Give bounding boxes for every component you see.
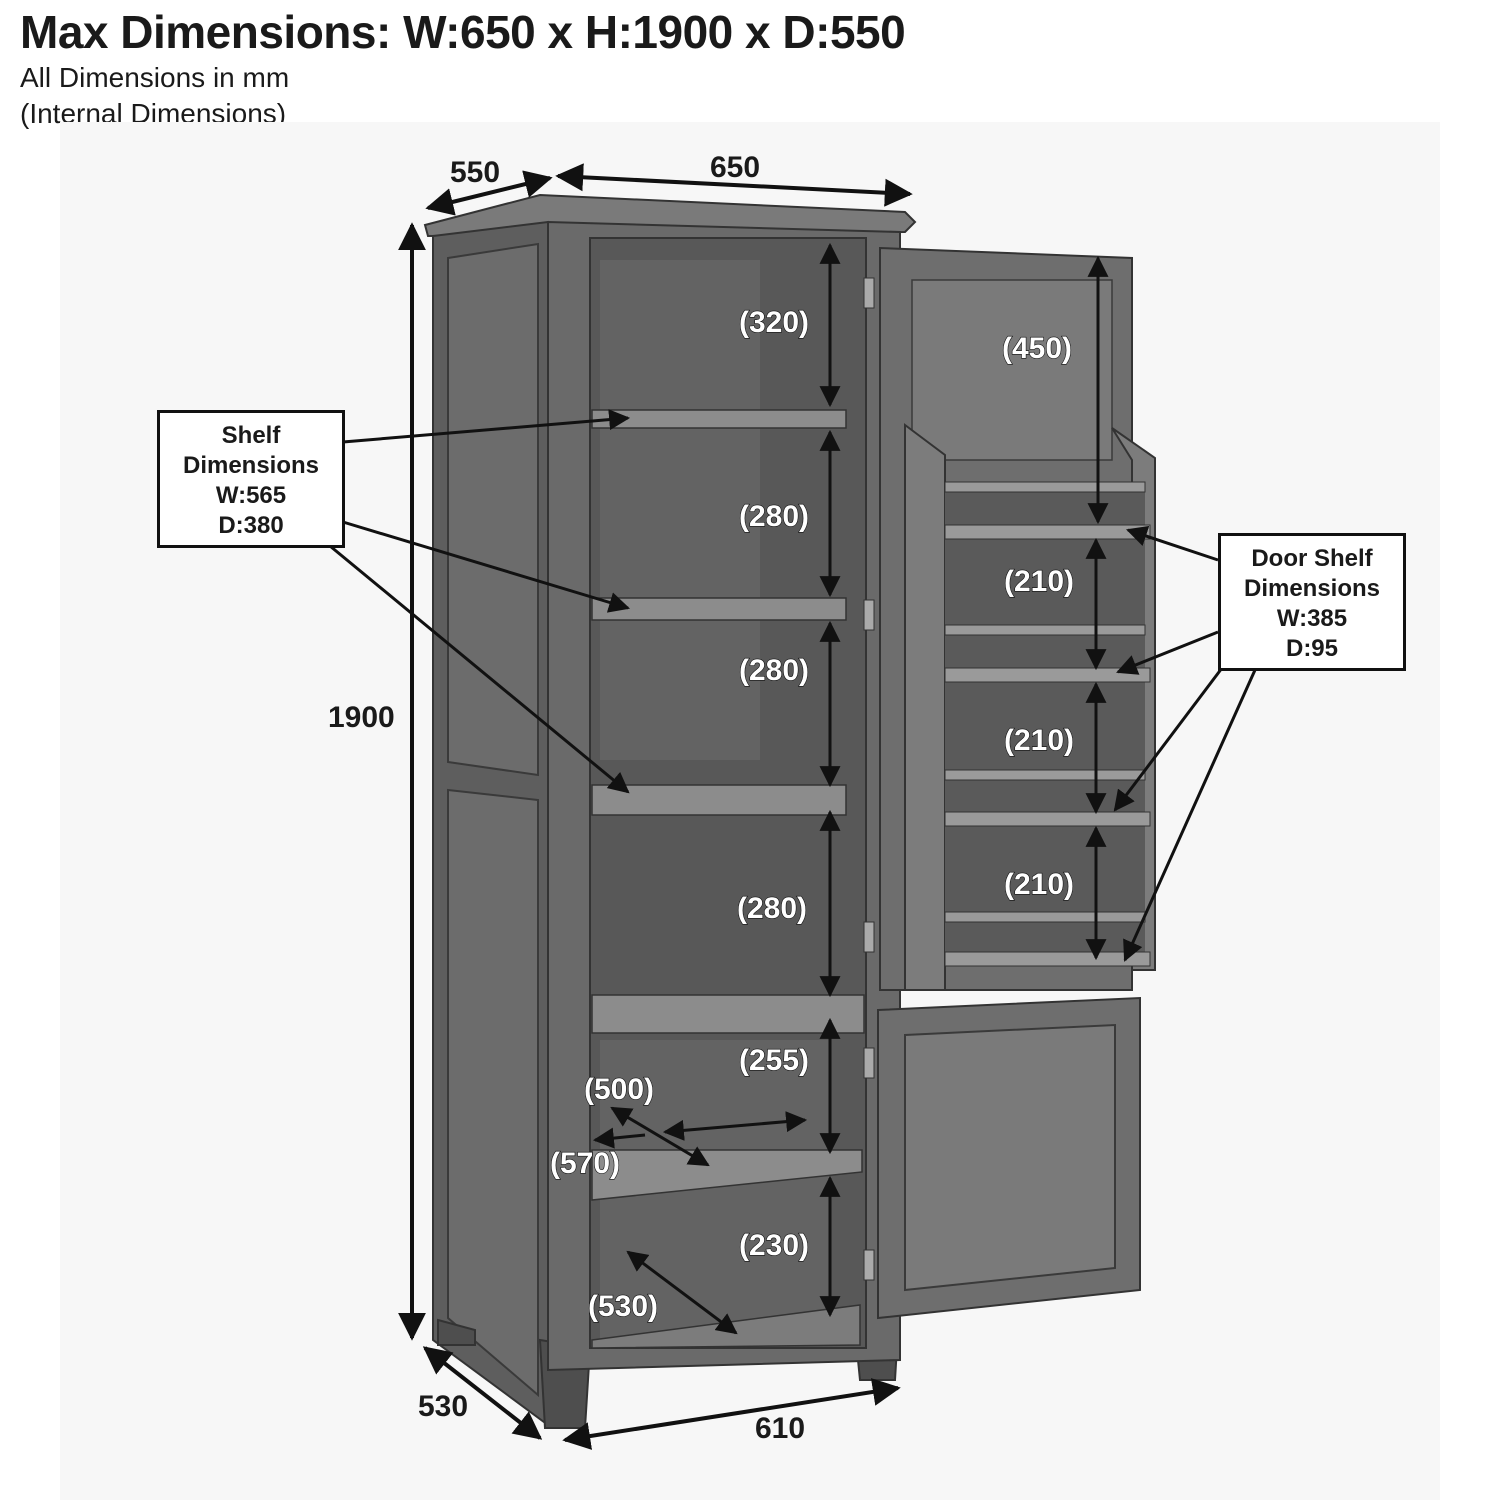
upper-door-panel [911, 279, 1113, 461]
h1-label: (320) [739, 306, 809, 339]
door-shelf-2 [944, 667, 1151, 683]
height-label: 1900 [328, 701, 395, 734]
width-bottom-line [562, 1378, 901, 1450]
hinge-5 [863, 1249, 875, 1281]
door-shelf-dimensions-box: Door Shelf Dimensions W:385 D:95 [1218, 533, 1406, 671]
door-shelf-4 [944, 951, 1151, 967]
width-top-line [555, 163, 913, 207]
shelf-box-line4: D:380 [218, 512, 284, 539]
depth-bottom-line [422, 1346, 543, 1440]
door-shelf-callout-4 [1123, 669, 1257, 962]
shelf-box-line1: Shelf [221, 422, 281, 449]
door1-label: (210) [1004, 565, 1074, 598]
shelf-4-divider [591, 994, 865, 1034]
cabinet-leg-back [437, 1318, 476, 1346]
door-shelf-3 [944, 811, 1151, 827]
base-d-arrow [626, 1250, 738, 1335]
shelf-box-line2: Dimensions [182, 452, 320, 479]
door-shelf-box-line1: Door Shelf [1251, 545, 1373, 572]
width-top-label: 650 [710, 151, 760, 184]
shelf-callout-3 [329, 544, 630, 794]
width-bottom-label: 610 [755, 1412, 805, 1445]
drawer-d-arrow [610, 1106, 710, 1167]
base-d-label: (530) [588, 1290, 658, 1323]
door-rail-2 [944, 624, 1146, 636]
drawer-w-label: (500) [584, 1073, 654, 1106]
door2-label: (210) [1004, 724, 1074, 757]
shelf-callout-2 [342, 520, 631, 613]
page-title: Max Dimensions: W:650 x H:1900 x D:550 [20, 6, 906, 58]
drawer-d-label: (570) [550, 1147, 620, 1180]
door-shelf-box-line4: D:95 [1285, 635, 1339, 662]
header: Max Dimensions: W:650 x H:1900 x D:550 A… [20, 4, 906, 132]
door-shelf-callout-2 [1116, 630, 1219, 675]
door-shelf-box-line3: W:385 [1276, 605, 1348, 632]
h4-label: (280) [737, 892, 807, 925]
h3-label: (280) [739, 654, 809, 687]
h6-label: (230) [739, 1229, 809, 1262]
shelf-callout-1 [342, 409, 631, 444]
units-note: All Dimensions in mm [20, 62, 290, 93]
shelf-3 [591, 784, 847, 816]
hinge-1 [863, 277, 875, 309]
shelf-dimensions-box: Shelf Dimensions W:565 D:380 [157, 410, 345, 548]
shelf-box-line3: W:565 [215, 482, 287, 509]
interior-back-upper [600, 260, 760, 760]
depth-top-line [425, 170, 553, 216]
hinge-2 [863, 599, 875, 631]
side-panel-inset-upper [447, 242, 539, 777]
depth-top-label: 550 [450, 156, 500, 189]
door-rail-4 [944, 911, 1146, 923]
door-top-label: (450) [1002, 332, 1072, 365]
shelf-1 [591, 409, 847, 429]
door-rail-1 [944, 481, 1146, 493]
door-shelf-callout-3 [1113, 667, 1224, 812]
door-shelf-callout-1 [1126, 526, 1219, 562]
door-rack-frame [904, 423, 946, 991]
depth-bottom-label: 530 [418, 1390, 468, 1423]
h5-label: (255) [739, 1044, 809, 1077]
door-shelf-box-line2: Dimensions [1243, 575, 1381, 602]
shelf-2 [591, 597, 847, 621]
h2-label: (280) [739, 500, 809, 533]
door-rack-back [945, 485, 1145, 965]
door-shelf-1 [944, 524, 1151, 540]
door3-label: (210) [1004, 868, 1074, 901]
door-rail-3 [944, 769, 1146, 781]
lower-door-panel [904, 1023, 1116, 1292]
hinge-4 [863, 1047, 875, 1079]
hinge-3 [863, 921, 875, 953]
side-panel-inset-lower [447, 788, 539, 1398]
